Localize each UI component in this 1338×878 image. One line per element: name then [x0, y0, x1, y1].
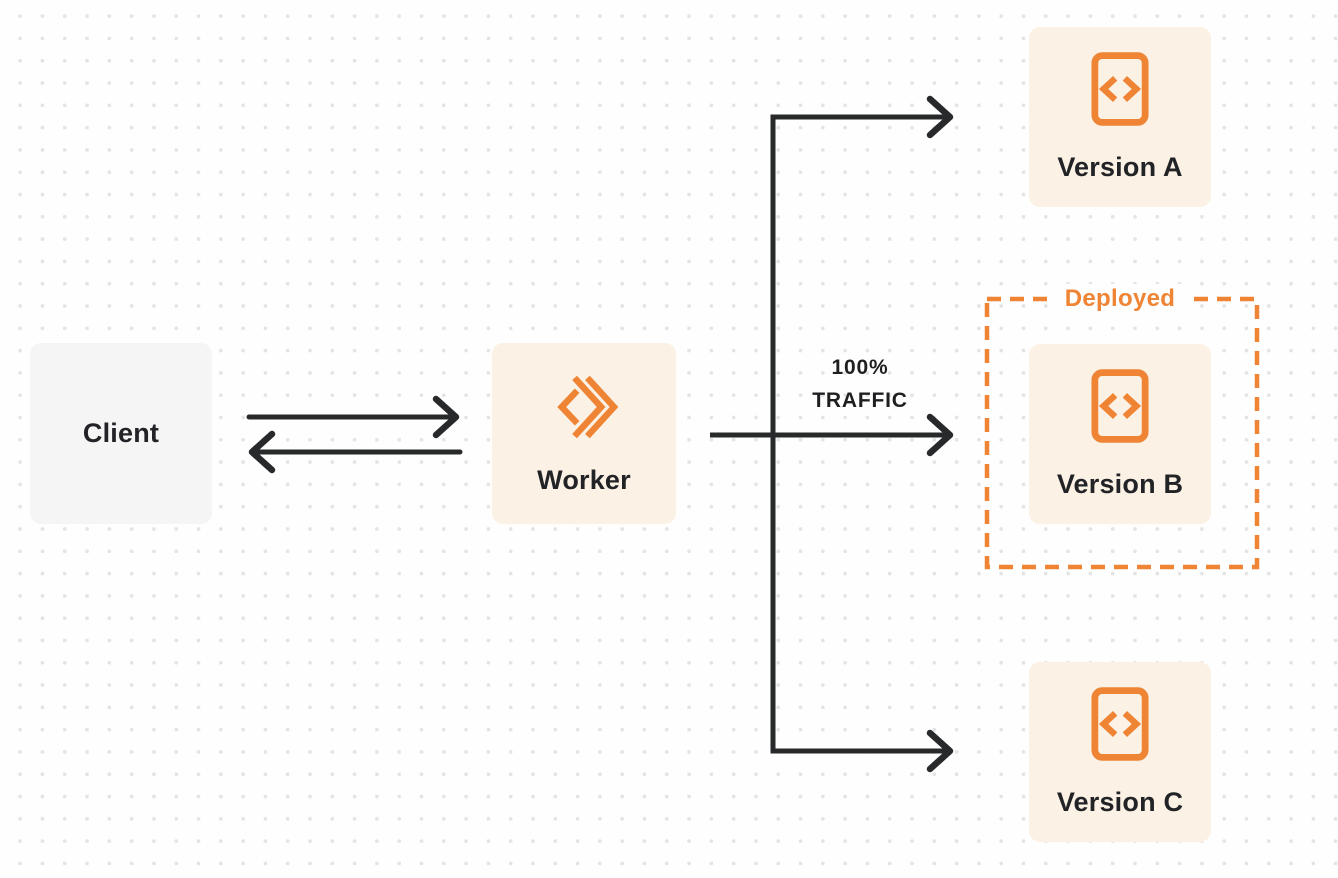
worker-node: Worker [492, 343, 676, 524]
arrow-to-version-a [926, 95, 954, 139]
arrowhead-right-icon [926, 729, 954, 773]
version-c-label: Version C [1056, 786, 1184, 817]
arrow-to-version-c [926, 729, 954, 773]
client-label: Client [82, 418, 160, 448]
deployed-label: Deployed [1052, 284, 1188, 314]
arrowhead-right-icon [432, 395, 460, 439]
version-a-node: Version A [1029, 27, 1211, 207]
version-c-node: Version C [1029, 662, 1211, 842]
worker-to-client-arrow [248, 430, 463, 474]
traffic-word-line: TRAFFIC [812, 389, 908, 412]
traffic-percent-line: 100% [831, 356, 889, 379]
code-file-icon [1091, 686, 1149, 761]
version-b-node: Version B [1029, 344, 1211, 524]
traffic-percentage-label: 100% TRAFFIC [785, 351, 935, 417]
client-to-worker-arrow [246, 395, 460, 439]
worker-label: Worker [537, 465, 631, 495]
version-b-label: Version B [1056, 468, 1184, 499]
arrowhead-right-icon [926, 413, 954, 457]
code-file-icon [1091, 51, 1149, 126]
arrow-to-version-b [710, 413, 954, 457]
code-file-icon [1091, 368, 1149, 443]
version-a-label: Version A [1057, 151, 1183, 182]
arrowhead-left-icon [248, 430, 276, 474]
arrowhead-right-icon [926, 95, 954, 139]
branch-trunk [770, 114, 946, 754]
workers-logo-icon [548, 371, 620, 443]
client-node: Client [30, 343, 212, 524]
